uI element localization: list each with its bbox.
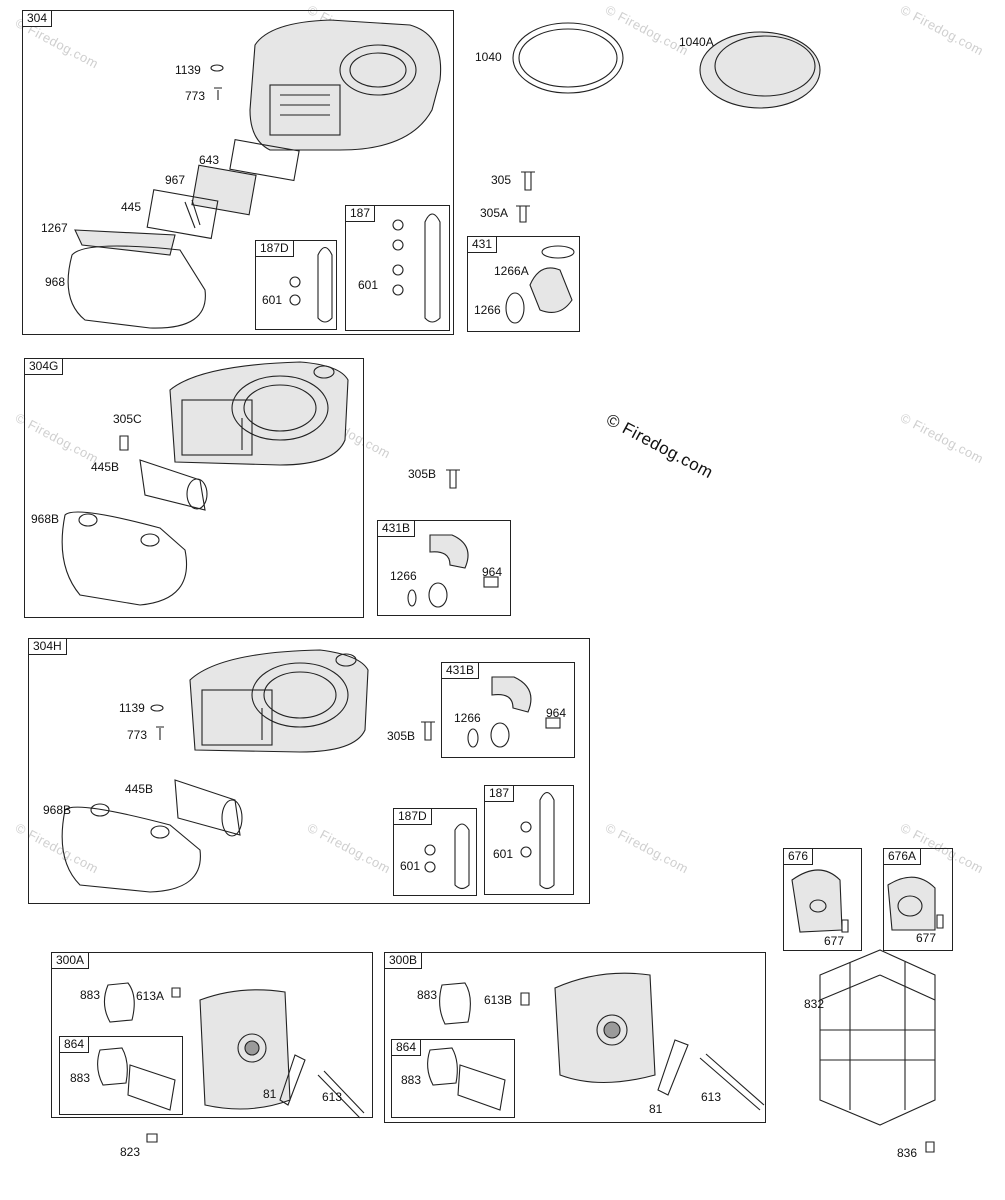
part-label-823: 823 — [120, 1145, 141, 1159]
panel-tag: 304 — [22, 10, 53, 27]
part-label: 968B — [43, 803, 72, 817]
part-label: 968B — [31, 512, 60, 526]
panel-304H: 304H 1139 773 305B 445B 968B — [28, 638, 590, 904]
part-label: 1266 — [474, 303, 501, 317]
panel-431B: 431B 1266 964 — [441, 662, 575, 758]
part-label: 601 — [400, 859, 421, 873]
copyright-text: © Firedog.com — [603, 410, 717, 483]
part-label-1040: 1040 — [475, 50, 502, 64]
panel-tag: 431 — [467, 236, 498, 253]
part-label: 677 — [916, 931, 937, 945]
panel-tag: 676A — [883, 848, 922, 865]
panel-tag: 304G — [24, 358, 64, 375]
part-label: 613A — [136, 989, 165, 1003]
part-label: 305C — [113, 412, 142, 426]
part-label: 601 — [262, 293, 283, 307]
part-label: 964 — [482, 565, 503, 579]
part-label: 1139 — [175, 63, 201, 77]
part-label: 883 — [417, 988, 438, 1002]
panel-431: 431 1266A 1266 — [467, 236, 580, 332]
panel-300B: 300B 883 613B 81 613 — [384, 952, 766, 1123]
part-label-836: 836 — [897, 1146, 918, 1160]
panel-tag: 864 — [59, 1036, 90, 1053]
part-label: 1266 — [390, 569, 417, 583]
part-label: 1266A — [494, 264, 529, 278]
panel-187D: 187D 601 — [255, 240, 337, 330]
part-label: 967 — [165, 173, 186, 187]
watermark-text: © Firedog.com — [602, 2, 692, 59]
part-label: 643 — [199, 153, 220, 167]
panel-tag: 431B — [441, 662, 480, 679]
part-label: 773 — [185, 89, 206, 103]
part-label-305A: 305A — [480, 206, 509, 220]
panel-431B: 431B 1266 964 — [377, 520, 511, 616]
panel-864: 864 883 — [391, 1039, 515, 1118]
part-label: 601 — [493, 847, 514, 861]
part-label: 81 — [263, 1087, 277, 1101]
part-label: 883 — [70, 1071, 91, 1085]
panel-tag: 187 — [345, 205, 376, 222]
panel-864: 864 883 — [59, 1036, 183, 1115]
part-label: 773 — [127, 728, 148, 742]
panel-187: 187 601 — [345, 205, 450, 331]
part-label: 613B — [484, 993, 513, 1007]
watermark-text: © Firedog.com — [897, 410, 987, 467]
part-label: 613 — [701, 1090, 722, 1104]
panel-tag: 187D — [255, 240, 294, 257]
part-label-305: 305 — [491, 173, 512, 187]
panel-tag: 864 — [391, 1039, 422, 1056]
part-label: 677 — [824, 934, 845, 948]
part-label: 445 — [121, 200, 142, 214]
part-label: 883 — [80, 988, 101, 1002]
part-label-1040A: 1040A — [679, 35, 714, 49]
panel-tag: 187 — [484, 785, 515, 802]
panel-304: 304 1139 773 643 967 445 1267 968 — [22, 10, 454, 335]
panel-tag: 304H — [28, 638, 67, 655]
watermark-text: © Firedog.com — [897, 2, 987, 59]
panel-676A: 676A 677 — [883, 848, 953, 951]
part-label: 613 — [322, 1090, 343, 1104]
part-label: 1266 — [454, 711, 481, 725]
part-label: 968 — [45, 275, 66, 289]
watermark-text: © Firedog.com — [602, 820, 692, 877]
panel-187D: 187D 601 — [393, 808, 477, 896]
part-label: 964 — [546, 706, 567, 720]
panel-tag: 676 — [783, 848, 814, 865]
panel-tag: 300B — [384, 952, 423, 969]
part-label: 445B — [125, 782, 154, 796]
part-label: 445B — [91, 460, 120, 474]
panel-tag: 300A — [51, 952, 90, 969]
panel-676: 676 677 — [783, 848, 862, 951]
panel-tag: 187D — [393, 808, 432, 825]
part-label-832: 832 — [804, 997, 825, 1011]
part-label: 1267 — [41, 221, 68, 235]
panel-304G: 304G 305C 445B 968B — [24, 358, 364, 618]
part-label: 1139 — [119, 701, 145, 715]
part-label: 81 — [649, 1102, 663, 1116]
panel-187: 187 601 — [484, 785, 574, 895]
part-label: 305B — [387, 729, 416, 743]
panel-tag: 431B — [377, 520, 416, 537]
panel-300A: 300A 883 613A 81 613 — [51, 952, 373, 1118]
part-label: 883 — [401, 1073, 422, 1087]
part-label-305B: 305B — [408, 467, 437, 481]
part-label: 601 — [358, 278, 379, 292]
